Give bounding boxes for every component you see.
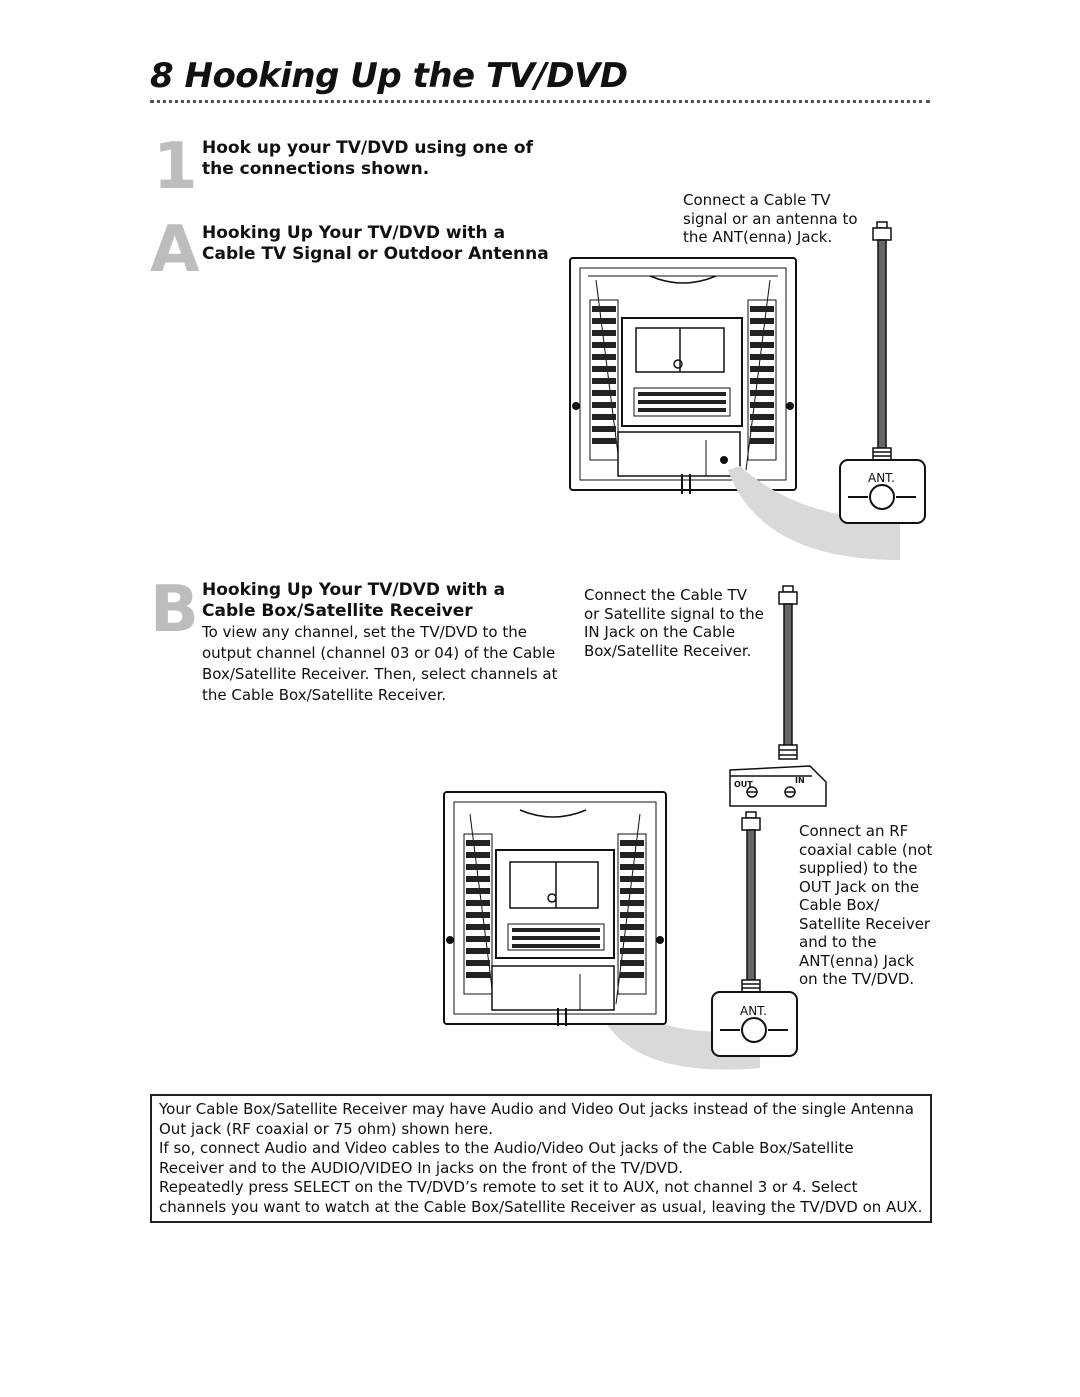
ant-label-a: ANT.: [868, 471, 895, 485]
note-paragraph: Repeatedly press SELECT on the TV/DVD’s …: [159, 1178, 923, 1216]
coaxial-cable-icon: [741, 811, 761, 993]
connection-highlight: [728, 466, 900, 560]
title-dotted-rule: [150, 100, 930, 103]
section-b-heading: Hooking Up Your TV/DVD with a Cable Box/…: [202, 580, 506, 621]
box-out-label: OUT: [734, 780, 753, 789]
section-a-heading: Hooking Up Your TV/DVD with a Cable TV S…: [202, 223, 549, 264]
note-paragraph: If so, connect Audio and Video cables to…: [159, 1139, 854, 1177]
step-number: 1: [153, 130, 198, 204]
section-b-caption-side: Connect an RF coaxial cable (not supplie…: [799, 822, 933, 988]
tv-vents: [592, 306, 774, 444]
tv-rear-panel-icon: [443, 791, 667, 1026]
note-paragraph: Your Cable Box/Satellite Receiver may ha…: [159, 1100, 914, 1138]
cable-box-icon: [729, 765, 827, 807]
section-b-body: To view any channel, set the TV/DVD to t…: [202, 623, 558, 704]
ant-label-b: ANT.: [740, 1004, 767, 1018]
tv-rear-panel-icon: [569, 257, 797, 494]
section-a-caption: Connect a Cable TV signal or an antenna …: [683, 191, 858, 246]
tv-vents: [466, 840, 644, 978]
section-b-caption-top: Connect the Cable TV or Satellite signal…: [584, 586, 764, 660]
antenna-jack-icon: [711, 991, 798, 1057]
note-box: Your Cable Box/Satellite Receiver may ha…: [150, 1094, 932, 1223]
coaxial-cable-icon: [778, 585, 798, 760]
step-1-heading: Hook up your TV/DVD using one of the con…: [202, 138, 533, 179]
section-b-letter: B: [150, 573, 199, 647]
section-a-letter: A: [150, 213, 200, 287]
antenna-jack-icon: [839, 459, 926, 524]
coaxial-cable-icon: [872, 221, 892, 461]
page-title: 8 Hooking Up the TV/DVD: [150, 56, 628, 96]
box-in-label: IN: [795, 776, 805, 785]
